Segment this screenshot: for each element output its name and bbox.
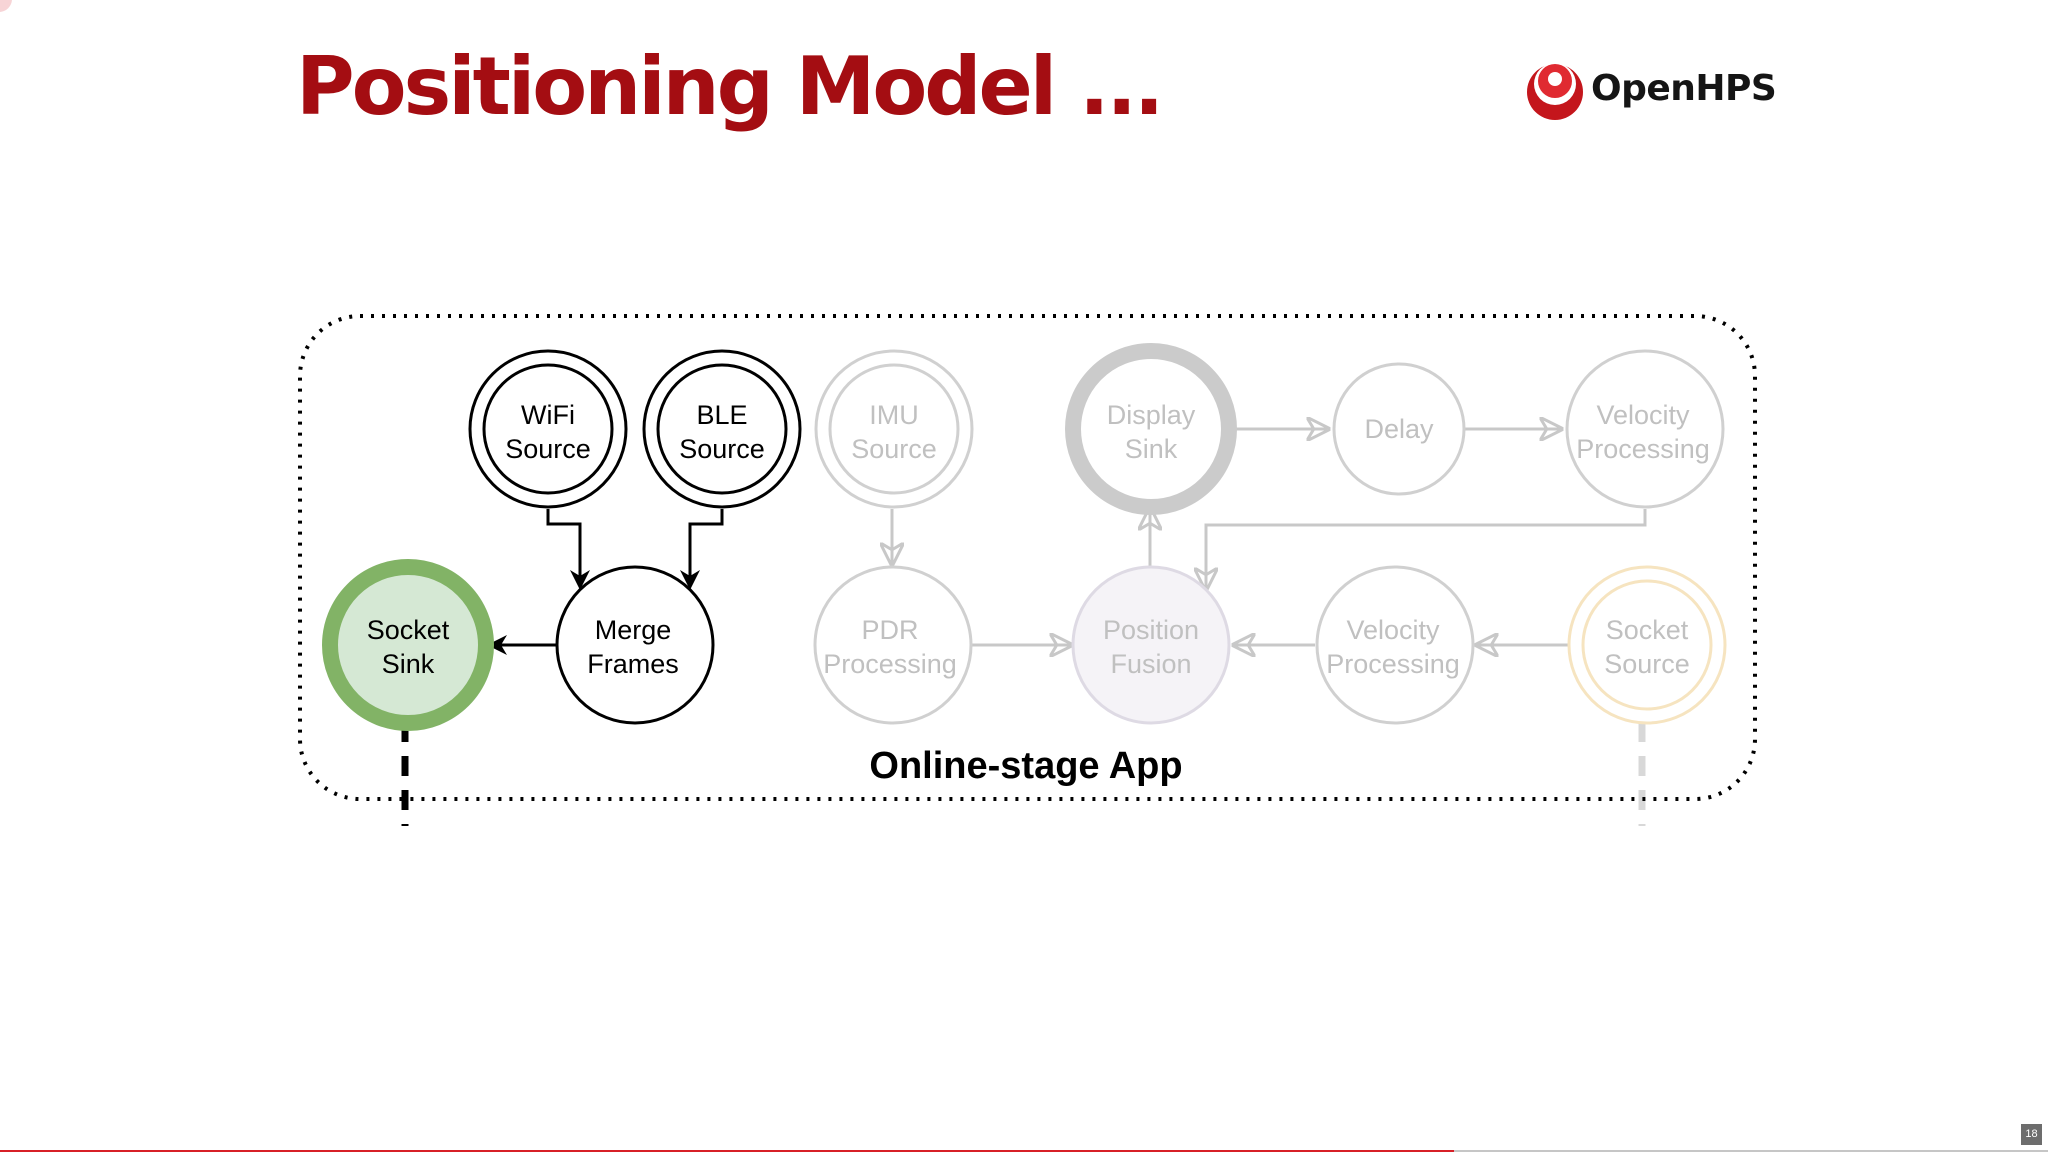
node-merge-frames-line2: Frames	[587, 649, 679, 679]
edge-ble-to-merge	[680, 509, 724, 590]
node-merge-frames: Merge Frames	[555, 565, 715, 725]
slide-progress-bar	[0, 1150, 2048, 1152]
node-velocity-bottom-line1: Velocity	[1346, 615, 1440, 645]
node-velocity-processing-bottom: Velocity Processing	[1315, 565, 1475, 725]
node-pdr-processing-line1: PDR	[861, 615, 918, 645]
node-display-sink-line2: Sink	[1125, 434, 1178, 464]
node-velocity-bottom-line2: Processing	[1326, 649, 1460, 679]
node-socket-source-line1: Socket	[1606, 615, 1689, 645]
node-position-fusion-line2: Fusion	[1110, 649, 1191, 679]
node-socket-source-line2: Source	[1604, 649, 1690, 679]
brand-name: OpenHPS	[1591, 68, 1777, 109]
node-ble-source: BLE Source	[642, 349, 802, 509]
node-wifi-source: WiFi Source	[468, 349, 628, 509]
node-socket-sink: Socket Sink	[322, 559, 494, 731]
node-socket-sink-line1: Socket	[367, 615, 450, 645]
node-pdr-processing-line2: Processing	[823, 649, 957, 679]
node-socket-source: Socket Source	[1567, 565, 1727, 725]
node-ble-source-line1: BLE	[696, 400, 747, 430]
node-ble-source-line2: Source	[679, 434, 765, 464]
node-wifi-source-line1: WiFi	[521, 400, 575, 430]
page-number: 18	[2021, 1124, 2042, 1145]
openhps-logo-icon	[1527, 63, 1583, 120]
app-container	[298, 314, 1757, 801]
node-imu-source: IMU Source	[814, 349, 974, 509]
node-merge-frames-line1: Merge	[595, 615, 672, 645]
node-delay-line1: Delay	[1364, 414, 1434, 444]
edge-wifi-to-merge	[546, 509, 590, 590]
node-display-sink: Display Sink	[1065, 343, 1237, 515]
node-imu-source-line2: Source	[851, 434, 937, 464]
node-delay: Delay	[1332, 362, 1466, 496]
node-wifi-source-line2: Source	[505, 434, 591, 464]
brand: OpenHPS	[1525, 60, 1777, 124]
node-display-sink-line1: Display	[1107, 400, 1196, 430]
node-imu-source-line1: IMU	[869, 400, 919, 430]
node-velocity-top-line1: Velocity	[1596, 400, 1690, 430]
node-socket-sink-line2: Sink	[382, 649, 435, 679]
node-velocity-processing-top: Velocity Processing	[1565, 349, 1725, 509]
slide-title: Positioning Model ...	[296, 40, 1164, 133]
node-position-fusion-line1: Position	[1103, 615, 1199, 645]
edge-velocity-to-fusion	[1206, 509, 1647, 588]
node-position-fusion: Position Fusion	[1071, 565, 1231, 725]
node-velocity-top-line2: Processing	[1576, 434, 1710, 464]
slide-progress-fill	[0, 1150, 1455, 1152]
node-pdr-processing: PDR Processing	[813, 565, 973, 725]
container-label: Online-stage App	[869, 745, 1182, 787]
